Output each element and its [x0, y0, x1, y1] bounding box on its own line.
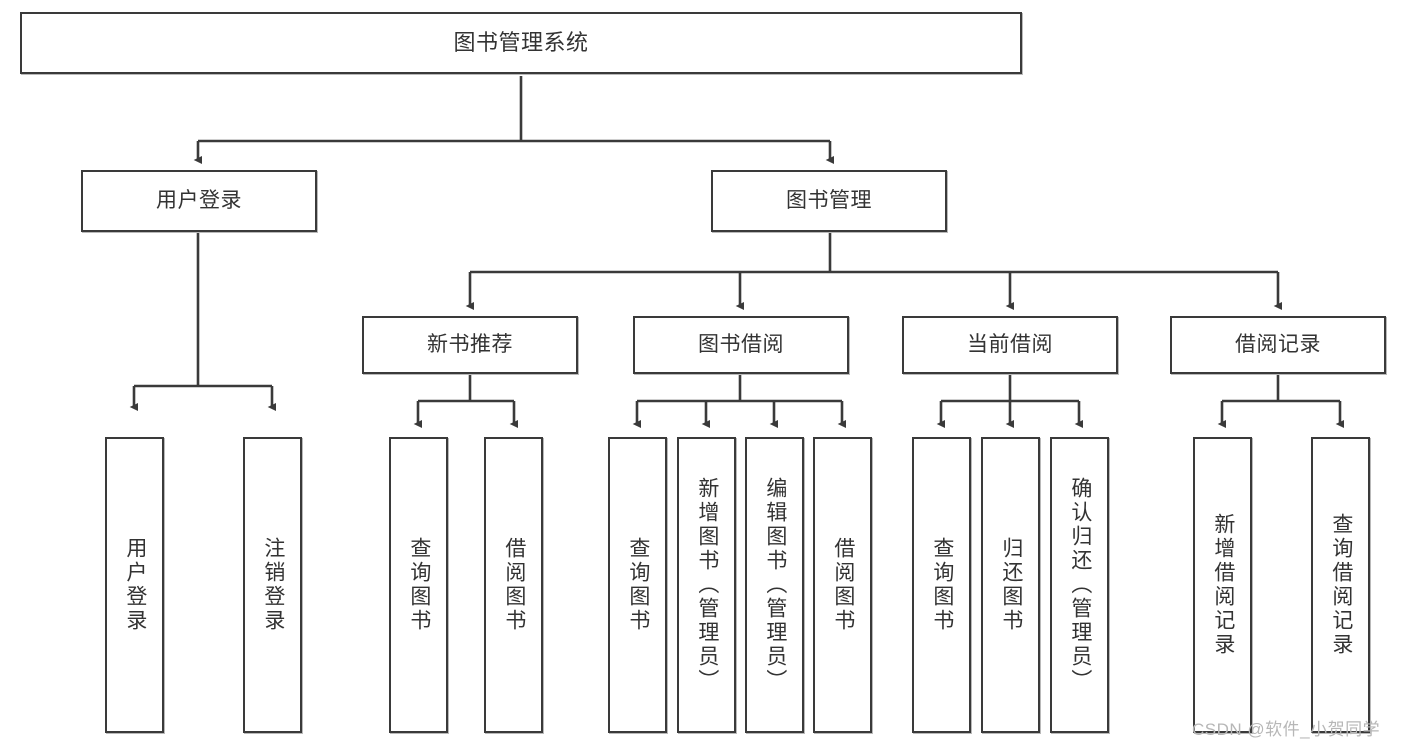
node-label: 新增借阅记录 — [1211, 513, 1235, 657]
leaf-user-login-login[interactable]: 用户登录 — [105, 437, 164, 733]
node-label: 编辑图书（管理员） — [763, 477, 787, 693]
node-book-borrow[interactable]: 图书借阅 — [633, 316, 849, 374]
leaf-current-borrow-confirm-return[interactable]: 确认归还（管理员） — [1050, 437, 1109, 733]
leaf-borrow-record-add[interactable]: 新增借阅记录 — [1193, 437, 1252, 733]
node-label: 查询图书 — [930, 537, 954, 633]
leaf-book-borrow-query[interactable]: 查询图书 — [608, 437, 667, 733]
node-label: 图书管理系统 — [453, 30, 589, 56]
leaf-book-borrow-borrow[interactable]: 借阅图书 — [813, 437, 872, 733]
node-label: 借阅图书 — [502, 537, 526, 633]
node-label: 图书借阅 — [698, 332, 784, 356]
leaf-current-borrow-query[interactable]: 查询图书 — [912, 437, 971, 733]
node-label: 新增图书（管理员） — [695, 477, 719, 693]
node-root-book-management-system[interactable]: 图书管理系统 — [20, 12, 1022, 74]
leaf-borrow-record-query[interactable]: 查询借阅记录 — [1311, 437, 1370, 733]
leaf-new-book-query[interactable]: 查询图书 — [389, 437, 448, 733]
node-new-book-recommend[interactable]: 新书推荐 — [362, 316, 578, 374]
node-label: 图书管理 — [786, 188, 872, 212]
leaf-current-borrow-return[interactable]: 归还图书 — [981, 437, 1040, 733]
csdn-watermark: CSDN @软件_小贺同学 — [1192, 720, 1381, 739]
node-label: 确认归还（管理员） — [1068, 477, 1092, 693]
node-label: 用户登录 — [123, 537, 147, 633]
node-label: 归还图书 — [999, 537, 1023, 633]
node-user-login[interactable]: 用户登录 — [81, 170, 317, 232]
node-label: 查询借阅记录 — [1329, 513, 1353, 657]
leaf-new-book-borrow[interactable]: 借阅图书 — [484, 437, 543, 733]
node-label: 借阅图书 — [831, 537, 855, 633]
node-label: 当前借阅 — [967, 332, 1053, 356]
node-label: 查询图书 — [407, 537, 431, 633]
node-label: 新书推荐 — [427, 332, 513, 356]
node-borrow-records[interactable]: 借阅记录 — [1170, 316, 1386, 374]
node-label: 用户登录 — [156, 188, 242, 212]
leaf-book-borrow-add[interactable]: 新增图书（管理员） — [677, 437, 736, 733]
node-label: 查询图书 — [626, 537, 650, 633]
leaf-book-borrow-edit[interactable]: 编辑图书（管理员） — [745, 437, 804, 733]
node-label: 注销登录 — [261, 537, 285, 633]
node-book-management[interactable]: 图书管理 — [711, 170, 947, 232]
node-current-borrow[interactable]: 当前借阅 — [902, 316, 1118, 374]
leaf-user-login-logout[interactable]: 注销登录 — [243, 437, 302, 733]
node-label: 借阅记录 — [1235, 332, 1321, 356]
